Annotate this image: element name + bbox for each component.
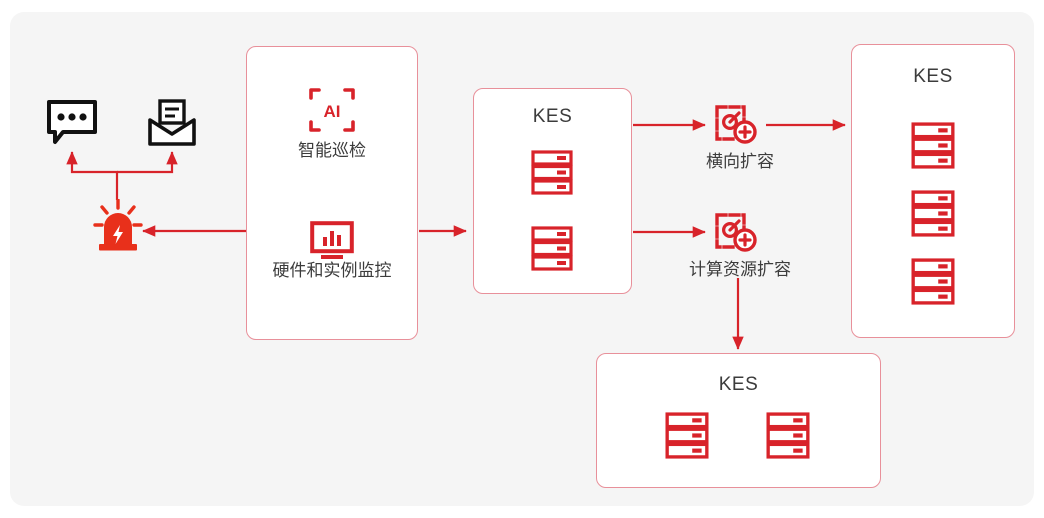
chat-bubble-icon — [45, 98, 99, 153]
ai-scan-icon: AI — [307, 86, 357, 139]
server-icon — [911, 258, 955, 310]
resource-cluster-title: KES — [718, 374, 759, 395]
server-icon — [911, 190, 955, 242]
server-icon — [911, 122, 955, 174]
monitoring-card — [246, 46, 418, 340]
compute-scaling-label: 计算资源扩容 — [689, 260, 791, 279]
scale-out-icon — [714, 104, 758, 151]
server-icon — [665, 412, 709, 464]
connector-alarm-to-notifications — [66, 151, 178, 200]
scaled-cluster-title: KES — [913, 66, 953, 87]
alarm-siren-icon — [93, 198, 143, 259]
server-icon — [531, 150, 573, 200]
ai-inspection-label: 智能巡检 — [298, 141, 366, 160]
envelope-open-icon — [146, 98, 198, 153]
server-icon — [531, 226, 573, 276]
resource-cluster-card — [596, 353, 881, 488]
hardware-instance-monitor-label: 硬件和实例监控 — [272, 261, 392, 280]
horizontal-scaling-label: 横向扩容 — [706, 152, 774, 171]
server-icon — [766, 412, 810, 464]
monitor-chart-icon — [310, 221, 354, 266]
source-cluster-title: KES — [532, 106, 573, 127]
scale-up-icon — [714, 212, 758, 259]
svg-text:AI: AI — [324, 102, 341, 121]
